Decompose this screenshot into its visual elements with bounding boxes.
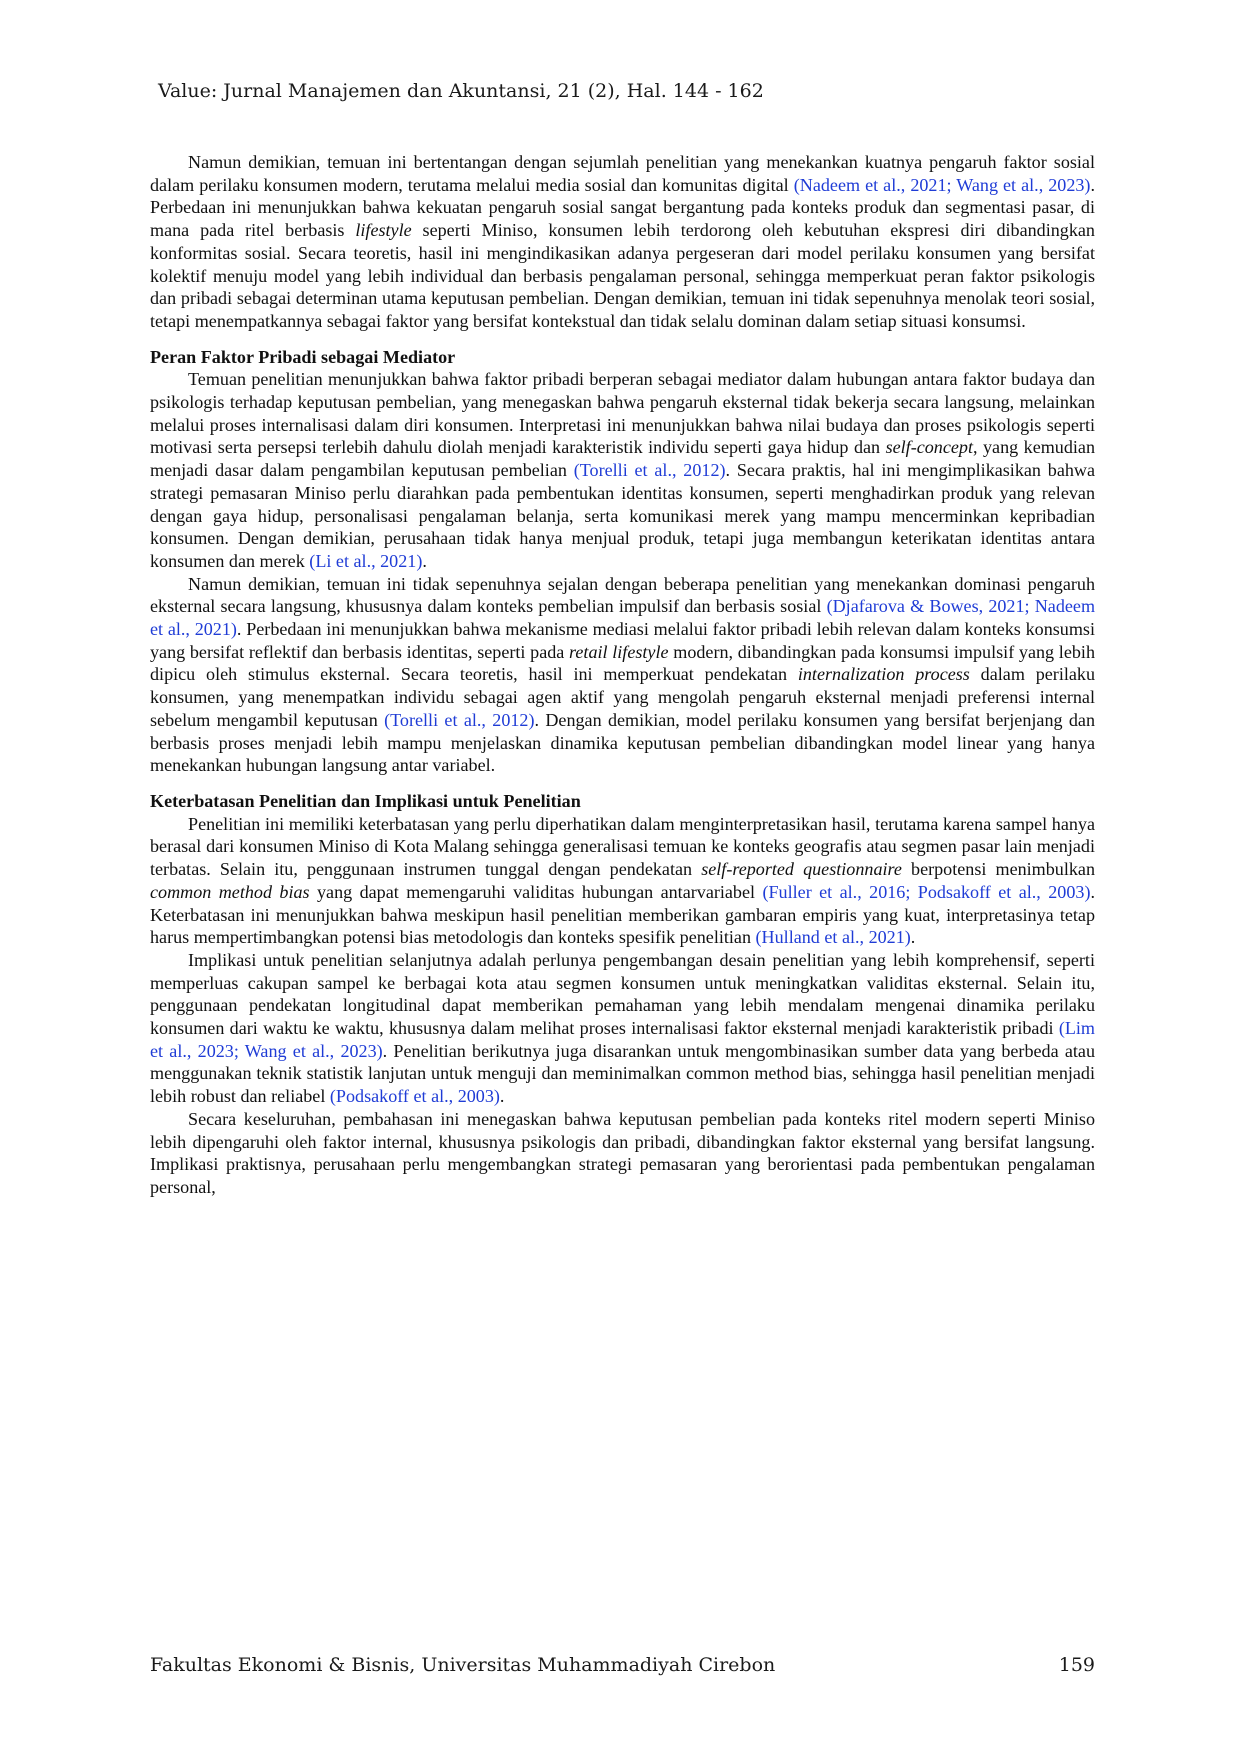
text-run: . bbox=[910, 927, 916, 948]
italic-term: common method bias bbox=[150, 881, 310, 902]
section-heading: Keterbatasan Penelitian dan Implikasi un… bbox=[150, 790, 581, 811]
paragraph: Penelitian ini memiliki keterbatasan yan… bbox=[150, 813, 1095, 949]
section-heading: Peran Faktor Pribadi sebagai Mediator bbox=[150, 346, 456, 367]
citation-link[interactable]: (Podsakoff et al., 2003) bbox=[329, 1086, 500, 1107]
citation-link[interactable]: (Torelli et al., 2012) bbox=[573, 460, 726, 481]
text-run: . Perbedaan ini menunjukkan bahwa mekani… bbox=[150, 619, 1095, 662]
citation-link[interactable]: (Fuller et al., 2016; Podsakoff et al., … bbox=[762, 881, 1091, 902]
italic-term: retail lifestyle bbox=[569, 641, 669, 662]
text-run: modern, dibandingkan pada konsumsi impul… bbox=[150, 641, 1095, 685]
citation-link[interactable]: (Hulland et al., 2021) bbox=[755, 927, 911, 948]
text-run: . Dengan demikian, model perilaku konsum… bbox=[150, 709, 1096, 776]
text-run: , yang kemudian menjadi dasar dalam peng… bbox=[150, 437, 1095, 481]
running-header: Value: Jurnal Manajemen dan Akuntansi, 2… bbox=[158, 80, 764, 102]
page-number: 159 bbox=[1058, 1654, 1095, 1676]
text-run: seperti Miniso, konsumen lebih terdorong… bbox=[150, 220, 1095, 331]
citation-link[interactable]: (Torelli et al., 2012) bbox=[384, 709, 535, 730]
page-footer: Fakultas Ekonomi & Bisnis, Universitas M… bbox=[150, 1654, 1095, 1676]
italic-term: self-reported questionnaire bbox=[701, 859, 902, 880]
italic-term: self-concept bbox=[885, 437, 973, 458]
footer-institution: Fakultas Ekonomi & Bisnis, Universitas M… bbox=[150, 1654, 776, 1676]
text-run: . Perbedaan ini menunjukkan bahwa kekuat… bbox=[150, 174, 1095, 241]
text-run: Temuan penelitian menunjukkan bahwa fakt… bbox=[150, 369, 1095, 458]
paragraph: Namun demikian, temuan ini bertentangan … bbox=[150, 151, 1095, 333]
text-run: . bbox=[499, 1086, 505, 1107]
text-run: Secara keseluruhan, pembahasan ini meneg… bbox=[150, 1108, 1095, 1197]
citation-link[interactable]: (Li et al., 2021) bbox=[309, 550, 423, 571]
text-run: Implikasi untuk penelitian selanjutnya a… bbox=[150, 949, 1095, 1039]
text-run: Namun demikian, temuan ini tidak sepenuh… bbox=[150, 573, 1095, 617]
text-run: Penelitian ini memiliki keterbatasan yan… bbox=[150, 813, 1095, 880]
text-run: . Keterbatasan ini menunjukkan bahwa mes… bbox=[150, 881, 1095, 948]
text-run: berpotensi menimbulkan bbox=[901, 859, 1096, 880]
paragraph: Namun demikian, temuan ini tidak sepenuh… bbox=[150, 573, 1095, 777]
text-run: . Penelitian berikutnya juga disarankan … bbox=[150, 1040, 1095, 1107]
italic-term: lifestyle bbox=[355, 220, 412, 241]
text-run: . Secara praktis, hal ini mengimplikasik… bbox=[150, 460, 1095, 571]
paragraph: Temuan penelitian menunjukkan bahwa fakt… bbox=[150, 368, 1095, 572]
text-run: dalam perilaku konsumen, yang menempatka… bbox=[150, 664, 1095, 730]
text-run: yang dapat memengaruhi validitas hubunga… bbox=[309, 881, 763, 902]
text-run: . bbox=[422, 550, 427, 571]
text-run: Namun demikian, temuan ini bertentangan … bbox=[150, 152, 1095, 195]
italic-term: internalization process bbox=[797, 664, 970, 685]
citation-link[interactable]: (Djafarova & Bowes, 2021; Nadeem et al.,… bbox=[150, 596, 1096, 640]
citation-link[interactable]: (Lim et al., 2023; Wang et al., 2023) bbox=[150, 1018, 1095, 1061]
article-body: Namun demikian, temuan ini bertentangan … bbox=[150, 151, 1095, 1199]
citation-link[interactable]: (Nadeem et al., 2021; Wang et al., 2023) bbox=[793, 174, 1091, 195]
paragraph: Secara keseluruhan, pembahasan ini meneg… bbox=[150, 1108, 1095, 1199]
paragraph: Implikasi untuk penelitian selanjutnya a… bbox=[150, 949, 1095, 1108]
